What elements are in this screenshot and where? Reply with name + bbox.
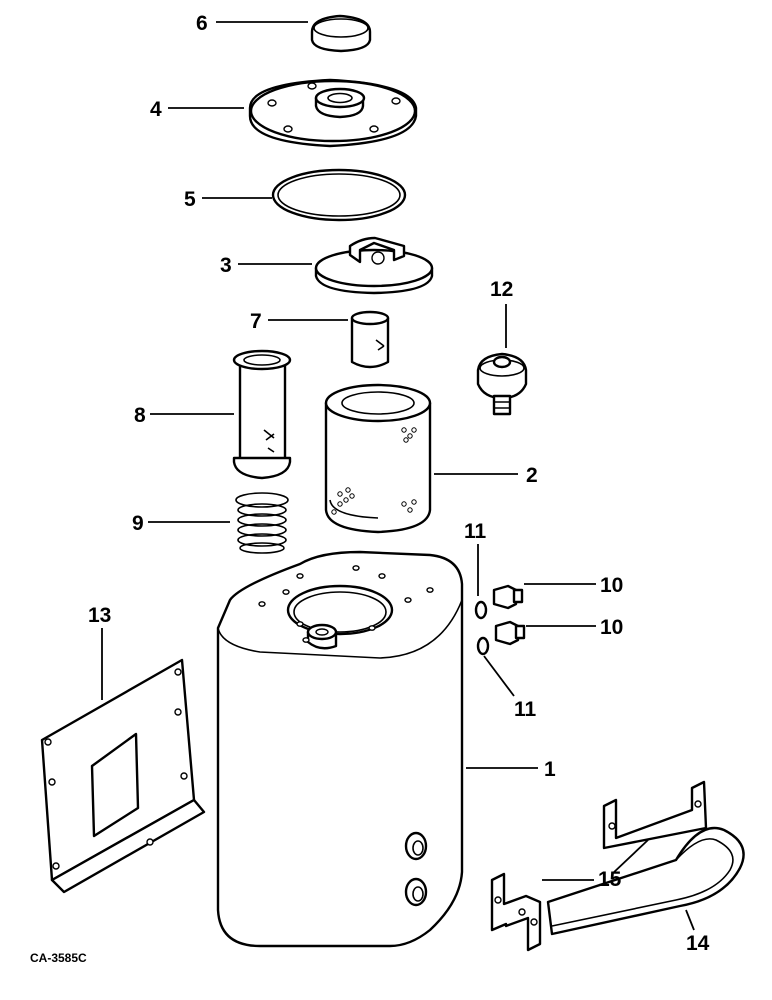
part-14-strap [546, 826, 745, 936]
callout-11-lower: 11 [514, 698, 537, 721]
callout-11-upper: 11 [464, 520, 487, 543]
callout-15: 15 [598, 868, 622, 891]
callout-4: 4 [150, 98, 162, 121]
callout-13: 13 [88, 604, 111, 627]
callout-10-lower: 10 [600, 616, 623, 639]
part-8-filter-tube [232, 349, 292, 480]
part-9-spring [235, 492, 289, 554]
callout-10-upper: 10 [600, 574, 623, 597]
part-4-cover-plate [248, 78, 418, 148]
part-7-sleeve [350, 310, 390, 369]
part-15-bracket-upper [602, 780, 708, 850]
part-5-gasket [271, 168, 407, 222]
callout-14: 14 [686, 932, 710, 955]
drawing-code: CA-3585C [30, 951, 87, 965]
callout-labels: 6 4 5 3 7 12 8 2 9 11 10 10 11 13 1 15 1… [88, 12, 710, 955]
part-12-valve [476, 352, 528, 416]
part-6-cap [310, 14, 372, 53]
part-15-bracket-lower [490, 872, 542, 952]
part-2-filter-element [324, 383, 432, 534]
callout-3: 3 [220, 254, 232, 277]
part-10-fitting-lower [494, 620, 526, 646]
part-10-fitting-upper [492, 584, 524, 610]
callout-9: 9 [132, 512, 144, 535]
part-11-washer-upper [474, 600, 488, 620]
part-3-filter-cover [314, 236, 434, 295]
callout-2: 2 [526, 464, 538, 487]
part-1-tank [216, 550, 464, 948]
part-11-washer-lower [476, 636, 490, 656]
callout-6: 6 [196, 12, 208, 35]
callout-8: 8 [134, 404, 146, 427]
part-13-mounting-plate [40, 658, 206, 894]
callout-1: 1 [544, 758, 556, 781]
callout-5: 5 [184, 188, 196, 211]
callout-7: 7 [250, 310, 262, 333]
callout-12: 12 [490, 278, 513, 301]
leader-lines [101, 21, 695, 931]
